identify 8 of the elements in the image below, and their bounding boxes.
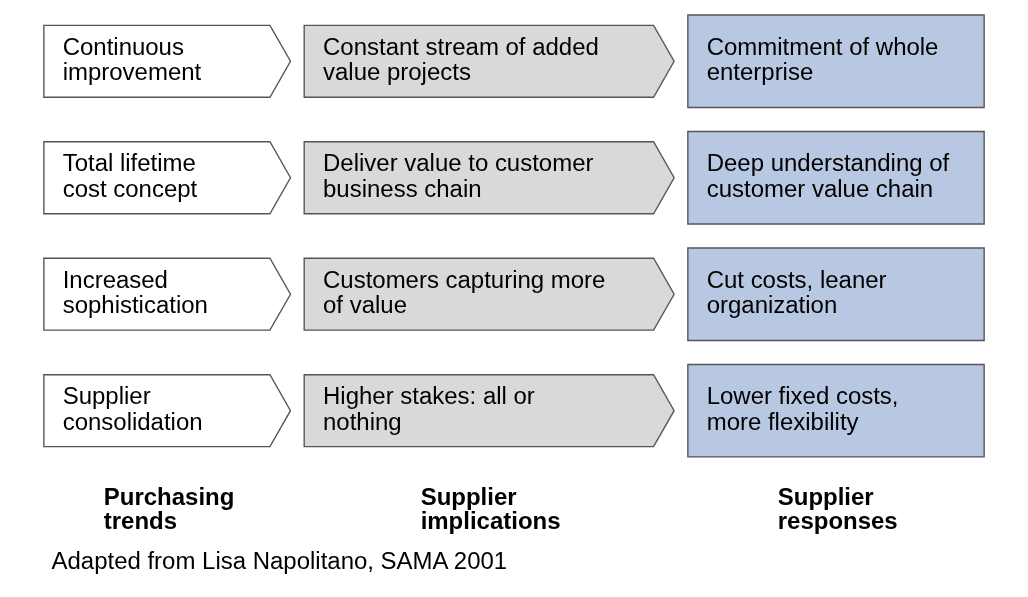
node-box: Deep understanding of customer value chain: [687, 130, 985, 225]
node-box: Commitment of whole enterprise: [687, 14, 985, 109]
caption: Adapted from Lisa Napolitano, SAMA 2001: [51, 546, 508, 574]
label: Purchasing trends: [103, 483, 235, 535]
node-box: Lower fixed costs, more flexibility: [687, 363, 985, 458]
node-box: Cut costs, leaner organization: [687, 247, 985, 342]
label: Supplier implications: [420, 483, 561, 535]
label: Supplier responses: [777, 483, 898, 535]
